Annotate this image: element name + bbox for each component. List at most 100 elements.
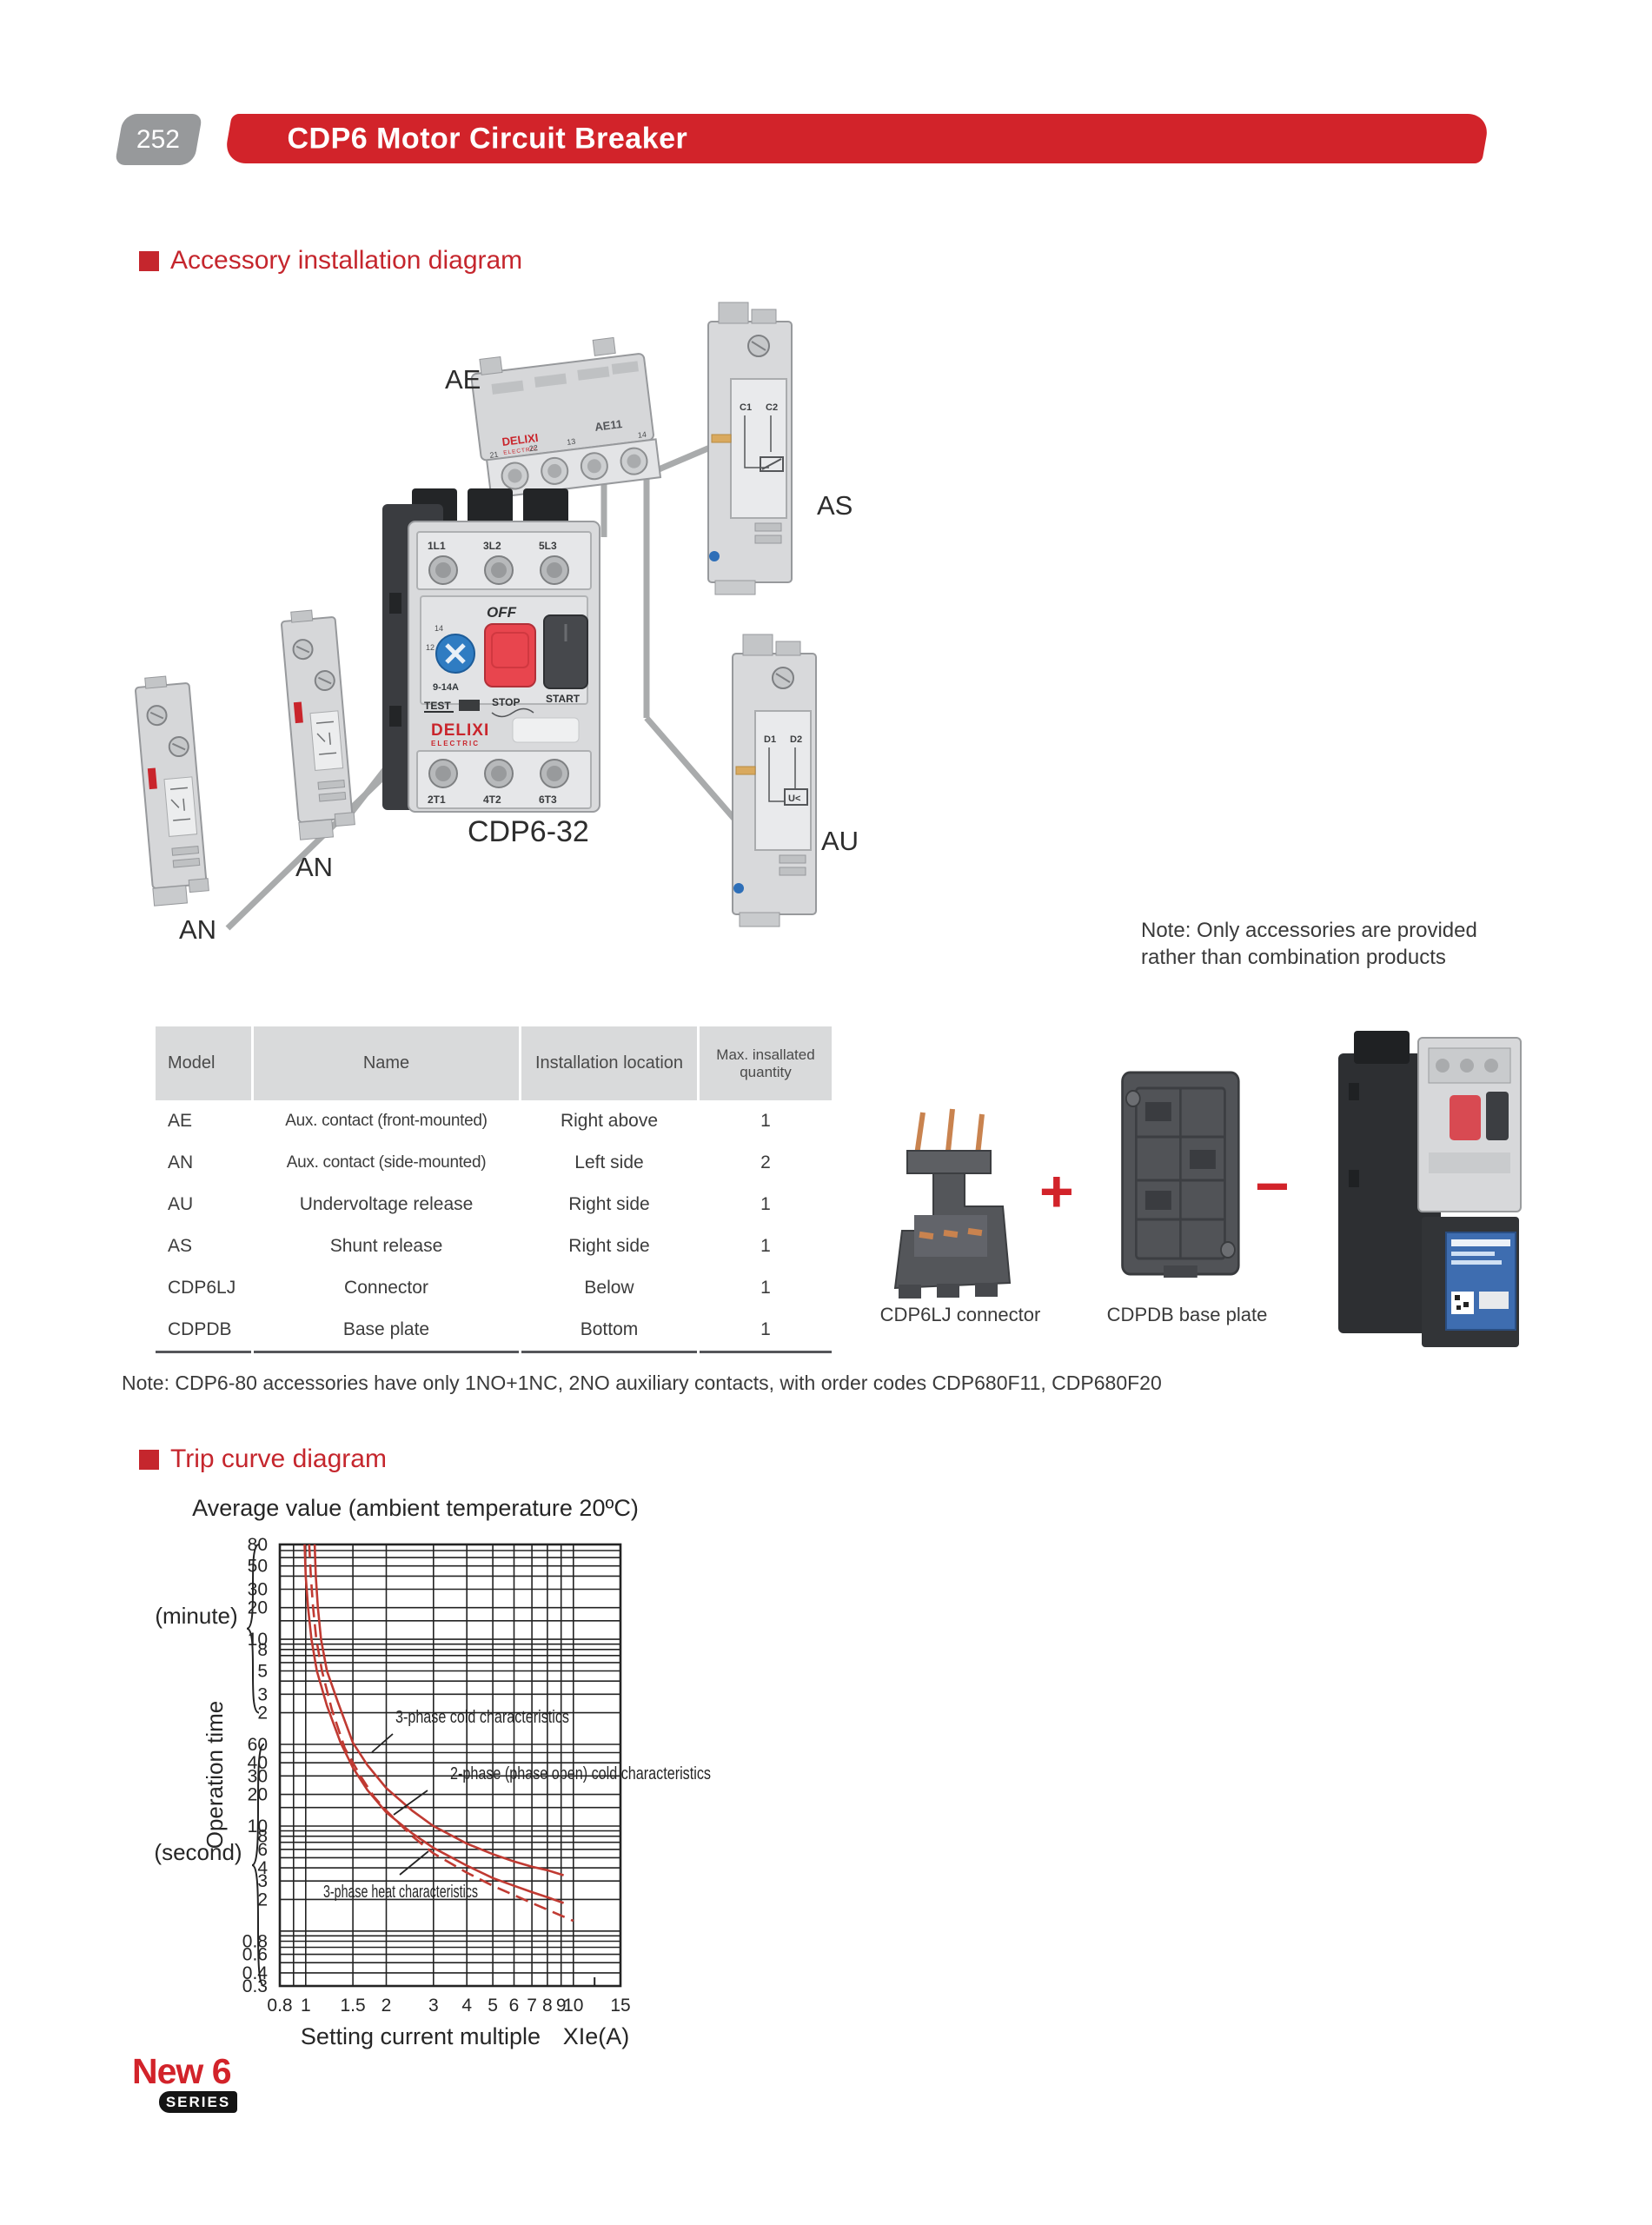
cell-quantity: 1	[760, 1111, 771, 1131]
chart-y-tick: 3	[257, 1684, 268, 1704]
ae-terminal-21: 21	[489, 450, 499, 460]
cell-name: Connector	[344, 1278, 428, 1298]
red-square-bullet-icon	[139, 1449, 159, 1470]
chart-x-tick: 2	[381, 1996, 392, 2016]
chart-x-tick: 5	[488, 1996, 498, 2016]
second-unit-label: (second)	[154, 1839, 242, 1865]
exploded-view-connector-lines	[225, 436, 741, 931]
chart-y-axis-title: Operation time	[202, 1701, 228, 1850]
cell-model: AN	[168, 1152, 194, 1172]
minus-sign: −	[1255, 1153, 1290, 1219]
ae-brand-sub-text: ELECTRIC	[503, 446, 539, 456]
label-ae: AE	[445, 364, 481, 395]
breaker-stop-button	[484, 623, 536, 687]
chart-x-tick: 8	[542, 1996, 553, 2016]
chart-y-tick: 0.8	[242, 1932, 268, 1952]
cdp6lj-connector-label: CDP6LJ connector	[879, 1304, 1041, 1325]
col-header-name: Name	[254, 1026, 519, 1100]
label-as: AS	[817, 490, 853, 521]
chart-curve	[308, 1544, 574, 1923]
chart-x-axis-unit: XIe(A)	[563, 2023, 630, 2049]
cell-quantity: 1	[760, 1236, 771, 1256]
accessory-table: Model Name Installation location Max. in…	[156, 1026, 832, 1353]
chart-curve	[303, 1544, 565, 1904]
breaker-start-label: START	[546, 693, 581, 705]
breaker-dial-12: 12	[426, 643, 435, 652]
breaker-terminal-1l1: 1L1	[428, 540, 446, 552]
chart-y-tick: 3	[257, 1871, 268, 1891]
chart-x-tick: 15	[610, 1996, 630, 2016]
chart-y-tick: 30	[248, 1766, 268, 1786]
chart-frame	[278, 1543, 622, 1988]
label-au: AU	[821, 826, 859, 856]
page-number-badge: 252	[114, 114, 203, 165]
section-accessory-heading: Accessory installation diagram	[139, 246, 522, 276]
chart-y-tick: 0.3	[242, 1976, 268, 1996]
breaker-illustration: 1L1 3L2 5L3 OFF 12 14 9-14A TEST STOP ST…	[382, 488, 600, 813]
chart-y-tick: 80	[248, 1535, 268, 1555]
breaker-terminal-3l2: 3L2	[483, 540, 501, 552]
ae-terminal-22: 22	[528, 443, 538, 453]
chart-x-tick: 9	[556, 1996, 567, 2016]
breaker-start-rocker	[543, 614, 588, 689]
accessory-an1-illustration	[133, 673, 211, 907]
chart-y-tick: 10	[248, 1817, 268, 1836]
table-row: CDP6LJ Connector Below 1	[156, 1267, 832, 1309]
minute-brace	[246, 1544, 260, 1714]
section-trip-title: Trip curve diagram	[170, 1445, 387, 1473]
series-logo-badge: SERIES	[159, 2091, 237, 2113]
breaker-model-text: CDP6-32	[431, 754, 488, 768]
chart-x-tick: 1	[301, 1996, 311, 2016]
accessory-as-illustration: C1 C2	[707, 302, 793, 595]
annotation-leader-line	[393, 1790, 428, 1816]
cell-location: Below	[584, 1278, 634, 1298]
cell-model: AU	[168, 1194, 194, 1214]
chart-y-tick: 10	[248, 1630, 268, 1650]
au-symbol: U<	[788, 794, 800, 804]
chart-y-tick: 8	[257, 1827, 268, 1847]
table-row: AU Undervoltage release Right side 1	[156, 1184, 832, 1225]
chart-y-tick: 6	[257, 1840, 268, 1860]
chart-y-tick: 0.4	[242, 1963, 269, 1983]
cdp6lj-connector-illustration	[893, 1108, 1012, 1298]
accessory-au-illustration: D1 D2 U<	[732, 634, 817, 927]
cell-name: Shunt release	[329, 1236, 443, 1256]
minute-unit-label: (minute)	[155, 1603, 237, 1629]
chart-y-tick: 40	[248, 1753, 268, 1773]
annotation-leader-line	[399, 1850, 429, 1876]
ae-terminal-13: 13	[567, 437, 576, 447]
chart-annotation: 3-phase cold characteristics	[395, 1708, 569, 1727]
chart-y-tick: 5	[257, 1662, 268, 1682]
chart-annotation: 3-phase heat characteristics	[323, 1883, 478, 1902]
label-an-2: AN	[295, 852, 333, 882]
chart-annotation: 2-phase (phase open) cold characteristic…	[450, 1764, 711, 1783]
breaker-brand-text: DELIXI	[431, 721, 489, 740]
table-row: AE Aux. contact (front-mounted) Right ab…	[156, 1100, 832, 1142]
chart-y-tick: 20	[248, 1785, 268, 1805]
cell-location: Right side	[568, 1236, 650, 1256]
plus-sign: +	[1039, 1159, 1074, 1225]
cell-model: CDP6LJ	[168, 1278, 236, 1298]
au-terminal-d2: D2	[790, 734, 802, 745]
chart-y-tick: 30	[248, 1580, 268, 1600]
accessories-only-note: Note: Only accessories are provided rath…	[1141, 919, 1477, 969]
cell-name: Base plate	[342, 1319, 430, 1339]
red-square-bullet-icon	[139, 250, 159, 271]
cell-location: Bottom	[580, 1319, 639, 1339]
breaker-terminal-6t3: 6T3	[539, 794, 557, 806]
chart-title: Average value (ambient temperature 20ºC)	[192, 1495, 639, 1521]
table-row: CDPDB Base plate Bottom 1	[156, 1309, 832, 1351]
annotation-leader-line	[371, 1733, 394, 1753]
ae-terminal-14: 14	[637, 430, 647, 440]
chart-curve	[313, 1544, 564, 1876]
chart-y-tick: 8	[257, 1640, 268, 1660]
chart-y-tick: 4	[257, 1858, 268, 1878]
cdp6-80-note: Note: CDP6-80 accessories have only 1NO+…	[122, 1372, 1162, 1394]
assembled-product-illustration	[1338, 1031, 1522, 1347]
cell-name: Aux. contact (side-mounted)	[286, 1153, 487, 1172]
breaker-dial-14: 14	[435, 624, 443, 633]
as-terminal-c1: C1	[740, 402, 752, 413]
accessory-an2-illustration	[279, 607, 357, 841]
breaker-test-label: TEST	[424, 700, 451, 712]
